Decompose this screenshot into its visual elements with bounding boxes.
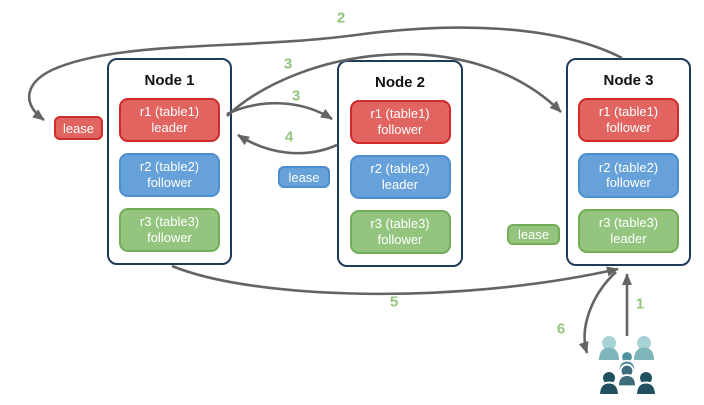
node-1-replica-r1: r1 (table1) leader — [119, 98, 220, 142]
users-group-icon — [597, 336, 658, 396]
node-2-replica-r1: r1 (table1) follower — [349, 100, 451, 144]
node-2-title: Node 2 — [374, 74, 425, 91]
step-label-6: 6 — [556, 320, 566, 338]
replica-role: follower — [377, 122, 423, 137]
node-1-title: Node 1 — [144, 72, 195, 89]
arrow-step-5 — [171, 264, 619, 296]
node-3: Node 3 r1 (table1) follower r2 (table2) … — [566, 58, 691, 266]
replica-name: r3 (table3) — [139, 214, 200, 230]
replica-name: r3 (table3) — [598, 214, 659, 230]
user-front-left — [597, 370, 621, 396]
replica-role: follower — [606, 120, 651, 136]
lease-badge-blue: lease — [278, 166, 330, 188]
replica-role: leader — [610, 230, 647, 246]
replica-name: r2 (table2) — [370, 161, 430, 177]
replica-role: leader — [381, 177, 419, 192]
replica-role: follower — [147, 230, 192, 245]
node-3-replica-r3: r3 (table3) leader — [578, 208, 679, 253]
arrow-step-3-to-node2 — [226, 101, 333, 121]
node-3-replica-r1: r1 (table1) follower — [578, 98, 679, 143]
user-front-right — [634, 370, 658, 396]
replica-role: follower — [377, 232, 423, 247]
user-back-left — [599, 336, 619, 360]
user-back-right — [634, 336, 654, 360]
user-middle — [617, 350, 637, 372]
node-1: Node 1 r1 (table1) leader r2 (table2) fo… — [107, 58, 232, 265]
node-2-replica-r2: r2 (table2) leader — [349, 155, 451, 199]
node-3-title: Node 3 — [603, 72, 654, 89]
node-3-replica-r2: r2 (table2) follower — [578, 153, 679, 198]
replica-name: r3 (table3) — [370, 216, 430, 232]
lease-badge-red: lease — [54, 116, 103, 140]
lease-badge-green: lease — [507, 224, 560, 245]
replica-name: r1 (table1) — [139, 104, 200, 120]
replica-role: follower — [606, 175, 651, 191]
step-label-3-lower: 3 — [291, 87, 301, 105]
replica-name: r1 (table1) — [370, 106, 430, 122]
replica-role: follower — [147, 175, 192, 190]
node-1-replica-r2: r2 (table2) follower — [119, 153, 220, 197]
node-2: Node 2 r1 (table1) follower r2 (table2) … — [337, 60, 463, 267]
step-label-4: 4 — [284, 128, 294, 146]
step-label-1: 1 — [635, 295, 645, 313]
user-front-center — [617, 363, 637, 388]
node-1-replica-r3: r3 (table3) follower — [119, 208, 220, 252]
replica-name: r2 (table2) — [139, 159, 200, 175]
step-label-5: 5 — [389, 293, 399, 311]
arrow-step-6 — [578, 271, 617, 354]
replica-role: leader — [151, 120, 188, 135]
node-2-replica-r3: r3 (table3) follower — [349, 210, 451, 254]
replica-name: r1 (table1) — [598, 104, 659, 120]
step-label-2: 2 — [336, 9, 346, 27]
replica-name: r2 (table2) — [598, 159, 659, 175]
step-label-3-upper: 3 — [283, 55, 293, 73]
